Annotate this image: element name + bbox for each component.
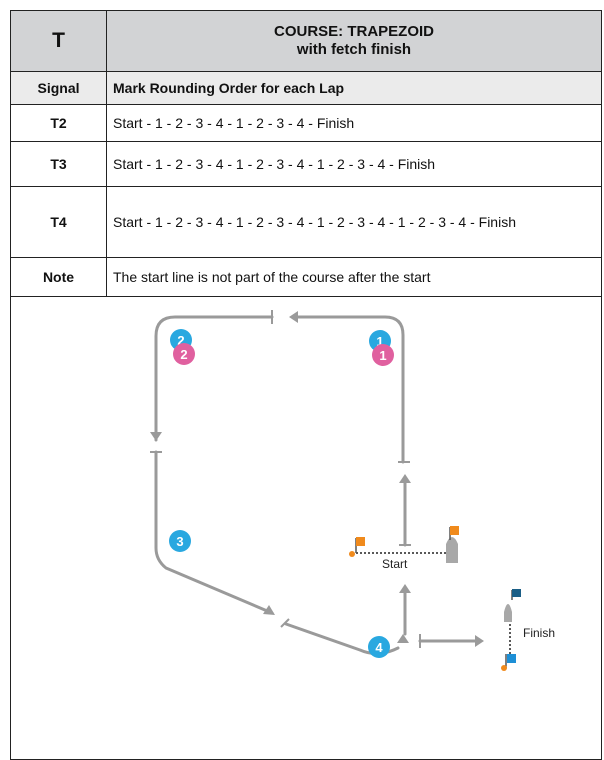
mark-label: 3 xyxy=(176,534,183,549)
column-header-row: Signal Mark Rounding Order for each Lap xyxy=(10,71,602,105)
committee-boat-icon xyxy=(446,526,459,563)
note-text: The start line is not part of the course… xyxy=(106,257,602,297)
course-arrows xyxy=(150,311,484,647)
order-column-header: Mark Rounding Order for each Lap xyxy=(106,71,602,105)
course-leg-left-upper xyxy=(154,315,274,442)
mark-label: 2 xyxy=(180,347,187,362)
course-ticks xyxy=(150,310,421,648)
mark-4-blue: 4 xyxy=(368,636,390,658)
finish-label: Finish xyxy=(523,626,555,640)
mark-1-pink: 1 xyxy=(372,344,394,366)
signal-cell: T3 xyxy=(10,141,107,187)
mark-label: 2 xyxy=(177,333,184,348)
table-row: T2 Start - 1 - 2 - 3 - 4 - 1 - 2 - 3 - 4… xyxy=(10,104,602,142)
finish-boat-icon xyxy=(504,589,521,622)
note-label: Note xyxy=(10,257,107,297)
course-diagram: Start Finish 1 1 2 2 3 xyxy=(150,310,555,671)
signal-cell: T2 xyxy=(10,104,107,142)
mark-label: 1 xyxy=(379,348,386,363)
course-leg-left-lower xyxy=(154,450,274,615)
table-row: T4 Start - 1 - 2 - 3 - 4 - 1 - 2 - 3 - 4… xyxy=(10,186,602,258)
arrow-up-icon xyxy=(399,584,411,593)
signal-cell: T4 xyxy=(10,186,107,258)
start-label: Start xyxy=(382,557,408,571)
order-cell: Start - 1 - 2 - 3 - 4 - 1 - 2 - 3 - 4 - … xyxy=(106,104,602,142)
arrow-left-icon xyxy=(289,311,298,323)
course-title-line1: COURSE: TRAPEZOID xyxy=(273,23,434,40)
order-cell: Start - 1 - 2 - 3 - 4 - 1 - 2 - 3 - 4 - … xyxy=(106,141,602,187)
arrow-right-icon xyxy=(475,635,484,647)
arrow-down-right-icon xyxy=(263,605,275,615)
course-leg-right-top xyxy=(291,315,405,464)
table-row: T3 Start - 1 - 2 - 3 - 4 - 1 - 2 - 3 - 4… xyxy=(10,141,602,187)
arrow-down-icon xyxy=(150,432,162,441)
arrow-up-icon xyxy=(399,474,411,483)
start-pin-flag-icon xyxy=(349,537,365,557)
arrow-up-icon xyxy=(397,634,409,643)
mark-label: 1 xyxy=(376,334,383,349)
course-code: T xyxy=(10,10,107,72)
course-title: COURSE: TRAPEZOID with fetch finish xyxy=(106,10,602,72)
order-cell: Start - 1 - 2 - 3 - 4 - 1 - 2 - 3 - 4 - … xyxy=(106,186,602,258)
mark-label: 4 xyxy=(375,640,383,655)
course-path xyxy=(154,315,480,655)
signal-column-header: Signal xyxy=(10,71,107,105)
header-row: T COURSE: TRAPEZOID with fetch finish xyxy=(10,10,602,72)
finish-pin-flag-icon xyxy=(501,654,516,671)
note-row: Note The start line is not part of the c… xyxy=(10,257,602,297)
tick-icon xyxy=(280,618,290,628)
course-title-line2: with fetch finish xyxy=(296,41,412,58)
course-table: T COURSE: TRAPEZOID with fetch finish Si… xyxy=(10,10,602,297)
mark-2-pink: 2 xyxy=(173,343,195,365)
mark-3-blue: 3 xyxy=(169,530,191,552)
